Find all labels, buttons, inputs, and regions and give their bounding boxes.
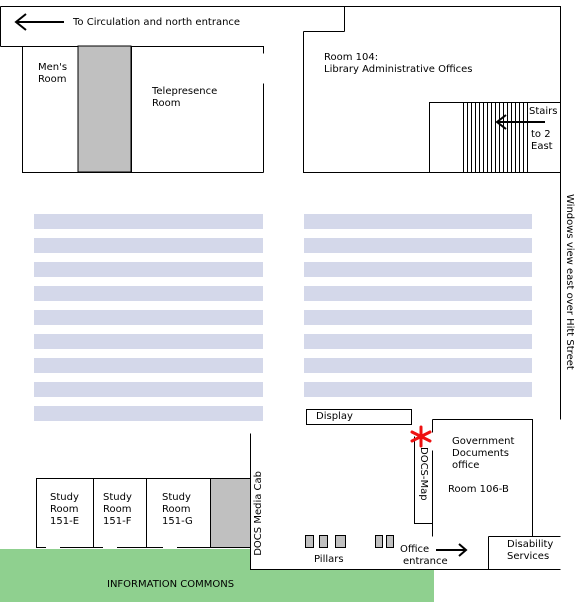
circulation-label: To Circulation and north entrance (73, 17, 241, 28)
pillar (319, 535, 328, 548)
pillar (375, 535, 383, 548)
gov-docs-white (433, 420, 532, 536)
room-106-label: Room 106-B (448, 484, 509, 495)
shelf-row (34, 406, 263, 421)
mens-room-label-2: Room (38, 74, 67, 85)
disability-services-label-1: Disability (507, 539, 554, 550)
corridor-gray (77, 45, 132, 173)
you-are-here-star-icon (410, 425, 432, 448)
telepresence-label-2: Room (152, 98, 181, 109)
shelf-row (34, 238, 263, 253)
shelf-row (34, 334, 263, 349)
shelf-row (304, 238, 532, 253)
study-room-151-g-label-1: Study (162, 492, 191, 503)
shelf-row (34, 382, 263, 397)
docs-media-cab-outline (210, 478, 251, 548)
study-room-151-f-label-1: Study (103, 492, 132, 503)
shelf-row (34, 214, 263, 229)
shelf-row (304, 262, 532, 277)
arrow-left-icon (495, 114, 545, 130)
docs-media-cab-fill (211, 479, 250, 547)
pillars-label: Pillars (314, 554, 344, 565)
room-104-outline (303, 18, 561, 173)
study-room-151-f-label-3: 151-F (103, 516, 132, 527)
pillar (305, 535, 314, 548)
gov-docs-office-outline (414, 419, 533, 537)
study-room-151-e-label-3: 151-E (50, 516, 80, 527)
arrow-right-icon (436, 543, 468, 557)
shelf-row (304, 286, 532, 301)
study-room-151-e-label-2: Room (50, 504, 79, 515)
display-label: Display (316, 411, 353, 422)
shelf-row (34, 358, 263, 373)
disability-services-label-2: Services (507, 551, 550, 562)
room-104-label-1: Room 104: (324, 52, 379, 63)
shelf-row (304, 358, 532, 373)
information-commons-label: INFORMATION COMMONS (107, 579, 235, 590)
mens-room-label-1: Men's (38, 62, 68, 73)
stairs-label-3: East (531, 141, 553, 152)
shelf-row (304, 214, 532, 229)
information-commons-area (0, 549, 250, 602)
docs-media-cab-label: DOCS Media Cab (253, 471, 264, 556)
shelf-row (304, 334, 532, 349)
display-box (306, 409, 412, 425)
gov-docs-label-3: office (452, 460, 480, 471)
pillar (335, 535, 346, 548)
information-commons-area-lower (250, 570, 434, 602)
study-room-151-f-label-2: Room (103, 504, 132, 515)
study-room-151-e-label-1: Study (50, 492, 79, 503)
telepresence-label-1: Telepresence (152, 86, 218, 97)
gov-docs-label-1: Government (452, 436, 515, 447)
stairs-label-2: to 2 (531, 129, 551, 140)
gov-docs-label-2: Documents (452, 448, 510, 459)
outer-wall-left-top (0, 6, 264, 173)
study-room-151-g-label-3: 151-G (162, 516, 193, 527)
windows-label: Windows view east over Hitt Street (564, 194, 575, 370)
pillar (386, 535, 394, 548)
office-entrance-label-1: Office (400, 544, 430, 555)
shelf-row (304, 310, 532, 325)
study-room-151-g-label-2: Room (162, 504, 191, 515)
stairs-label-1: Stairs (529, 106, 558, 117)
docs-map-label: DOCS-Map (418, 447, 429, 501)
room-104-label-2: Library Administrative Offices (324, 64, 473, 75)
stairs-treads (463, 102, 528, 173)
shelf-row (304, 382, 532, 397)
shelf-row (34, 262, 263, 277)
arrow-left-icon (14, 13, 64, 31)
shelf-row (34, 310, 263, 325)
office-entrance-label-2: entrance (403, 556, 448, 567)
shelf-row (34, 286, 263, 301)
